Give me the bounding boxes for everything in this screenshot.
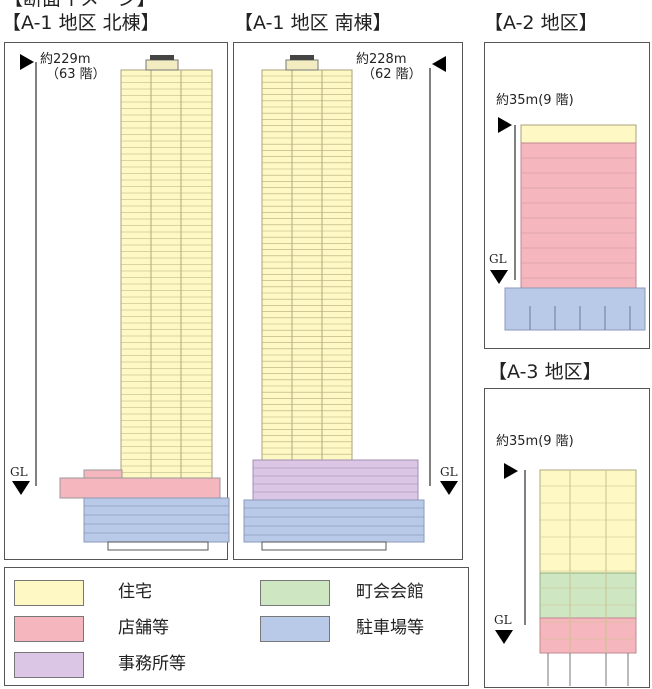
legend-label-office: 事務所等 <box>118 654 186 674</box>
top-marker-a1-south <box>432 56 446 72</box>
legend-label-retail: 店舗等 <box>118 618 169 638</box>
height-a1-north: 約229m <box>40 52 91 67</box>
legend-swatch-community <box>260 580 330 606</box>
gl-label-a3: GL <box>494 613 512 627</box>
header-a1-north: 【A-1 地区 北棟】 <box>2 12 160 34</box>
legend-swatch-residential <box>14 580 84 606</box>
top-marker-a1-north <box>20 54 34 70</box>
gl-marker-a1-south <box>440 481 458 495</box>
header-a3: 【A-3 地区】 <box>488 361 602 383</box>
building-a1-south <box>243 55 425 551</box>
gl-label-a1-north: GL <box>10 465 28 479</box>
section-title: 【断面イメージ】 <box>4 0 156 9</box>
legend-label-parking: 駐車場等 <box>356 618 424 638</box>
gl-marker-a3 <box>495 630 513 644</box>
floors-a1-south: （62 階） <box>362 67 422 82</box>
gl-marker-a1-north <box>12 481 30 495</box>
header-a1-south: 【A-1 地区 南棟】 <box>234 12 392 34</box>
gl-marker-a2 <box>490 270 508 284</box>
legend-swatch-retail <box>14 616 84 642</box>
height-a1-south: 約228m <box>356 52 407 67</box>
legend-label-community: 町会会館 <box>356 582 424 602</box>
header-a2: 【A-2 地区】 <box>484 12 598 34</box>
building-a2 <box>504 124 646 331</box>
gl-label-a2: GL <box>489 252 507 266</box>
legend-swatch-office <box>14 652 84 678</box>
building-a3 <box>539 469 637 686</box>
legend-label-residential: 住宅 <box>118 582 152 602</box>
floors-a1-north: （63 階） <box>46 67 106 82</box>
height-a2: 約35m(9 階) <box>496 93 574 108</box>
top-marker-a3 <box>504 463 518 479</box>
top-marker-a2 <box>498 117 512 133</box>
building-a1-north <box>59 55 230 551</box>
legend-swatch-parking <box>260 616 330 642</box>
height-a3: 約35m(9 階) <box>496 434 574 449</box>
gl-label-a1-south: GL <box>440 465 458 479</box>
